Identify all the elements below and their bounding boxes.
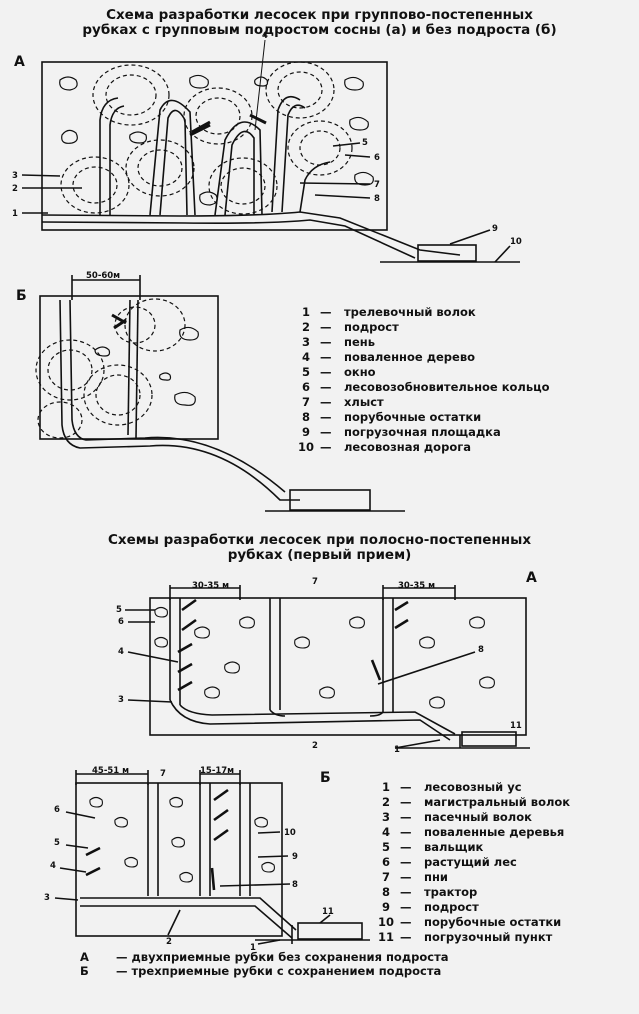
fig1b-label: Б bbox=[16, 288, 27, 304]
fig2a-callout-8: 8 bbox=[478, 645, 484, 655]
fig2b-cutblock bbox=[75, 782, 283, 937]
legend-row: 3—пасечный волок bbox=[381, 810, 532, 824]
fig1a-callout-3: 3 bbox=[12, 171, 18, 181]
note-row-b: Б— трехприемные рубки с сохранением подр… bbox=[80, 964, 442, 978]
legend-row: 10—порубочные остатки bbox=[377, 915, 562, 929]
fig2a-cutblock bbox=[149, 597, 527, 736]
legend-row: 8—порубочные остатки bbox=[301, 410, 482, 424]
fig2a-callout-3: 3 bbox=[118, 695, 124, 705]
legend-row: 6—лесовозобновительное кольцо bbox=[301, 380, 550, 394]
fig2a-callout-4: 4 bbox=[118, 647, 124, 657]
fig2b-loading-point bbox=[297, 922, 363, 940]
legend-row: 5—окно bbox=[301, 365, 376, 379]
fig2b-callout-10: 10 bbox=[284, 828, 296, 838]
fig1a-window bbox=[105, 74, 157, 116]
bottom-notes: А— двухприемные рубки без сохранения под… bbox=[80, 950, 449, 978]
legend-row: 5—вальщик bbox=[381, 840, 484, 854]
fig2a-width-1: 30-35 м bbox=[192, 581, 229, 591]
section2-title-line1: Схемы разработки лесосек при полосно-пос… bbox=[107, 532, 532, 548]
section2-title-line2: рубках (первый прием) bbox=[227, 547, 412, 563]
legend-section1: 1—трелевочный волок 2—подрост 3—пень 4—п… bbox=[292, 305, 550, 455]
fig2b-callout-7: 7 bbox=[160, 769, 166, 779]
legend-row: 8—трактор bbox=[381, 885, 478, 899]
fig1a-callout-1: 1 bbox=[12, 209, 18, 219]
fig1a-callout-10: 10 bbox=[510, 237, 522, 247]
fig2b-callout-2: 2 bbox=[166, 937, 172, 947]
fig2a-callout-2: 2 bbox=[312, 741, 318, 751]
fig1a-callout-6: 6 bbox=[374, 153, 380, 163]
fig2b-callout-8: 8 bbox=[292, 880, 298, 890]
fig2a-label: А bbox=[526, 570, 537, 586]
fig2a-loading-point bbox=[461, 731, 517, 747]
fig2b-callout-11: 11 bbox=[322, 907, 334, 917]
legend-row: 4—поваленные деревья bbox=[381, 825, 565, 839]
fig2b-label: Б bbox=[320, 770, 331, 786]
legend-row: 1—трелевочный волок bbox=[301, 305, 476, 319]
legend-row: 2—подрост bbox=[301, 320, 399, 334]
legend-row: 10—лесовозная дорога bbox=[297, 440, 471, 454]
fig2a-callout-7: 7 bbox=[312, 577, 318, 587]
legend-row: 9—погрузочная площадка bbox=[301, 425, 501, 439]
fig1a-cutblock bbox=[41, 61, 388, 231]
legend-row: 6—растущий лес bbox=[381, 855, 517, 869]
legend-row: 11—погрузочный пункт bbox=[377, 930, 553, 944]
fig1a-skid-trail-main-edge bbox=[41, 219, 416, 259]
fig2b-callout-5: 5 bbox=[54, 838, 60, 848]
fig2a-callout-11: 11 bbox=[510, 721, 522, 731]
fig1a-skid-trail-1 bbox=[99, 97, 119, 215]
fig2b-width-1: 45-51 м bbox=[92, 766, 129, 776]
fig2b-callout-4: 4 bbox=[50, 861, 56, 871]
fig1a-callout-7: 7 bbox=[374, 180, 380, 190]
fig2b-callout-9: 9 bbox=[292, 852, 298, 862]
fig2a-callout-5: 5 bbox=[116, 605, 122, 615]
fig1a-label: А bbox=[14, 54, 25, 70]
section1-title-line1: Схема разработки лесосек при группово-по… bbox=[106, 7, 533, 23]
legend-row: 4—поваленное дерево bbox=[301, 350, 475, 364]
fig1b-loading-platform bbox=[289, 489, 371, 511]
fig1a-callout-2: 2 bbox=[12, 184, 18, 194]
fig1a-callout-5: 5 bbox=[362, 138, 368, 148]
fig2b-callout-3: 3 bbox=[44, 893, 50, 903]
fig1a-skid-trail-main bbox=[41, 211, 461, 256]
note-row-a: А— двухприемные рубки без сохранения под… bbox=[80, 950, 449, 964]
fig1a-callout-4: 4 bbox=[262, 31, 268, 41]
legend-row: 9—подрост bbox=[381, 900, 479, 914]
fig1a-loading-platform bbox=[417, 244, 477, 262]
legend-row: 3—пень bbox=[301, 335, 375, 349]
fig1b-width-label: 50-60м bbox=[86, 271, 120, 281]
fig2a-width-2: 30-35 м bbox=[398, 581, 435, 591]
legend-row: 1—лесовозный ус bbox=[381, 780, 522, 794]
fig2b-callout-1: 1 bbox=[250, 943, 256, 953]
legend-row: 7—пни bbox=[381, 870, 448, 884]
legend-row: 7—хлыст bbox=[301, 395, 384, 409]
fig2b-callout-6: 6 bbox=[54, 805, 60, 815]
fig1a-forest-blob bbox=[59, 76, 78, 91]
section1-title-line2: рубках с групповым подростом сосны (а) и… bbox=[82, 22, 557, 38]
fig1a-callout-9: 9 bbox=[492, 224, 498, 234]
fig2a-callout-1: 1 bbox=[394, 745, 400, 755]
fig1a-callout-8: 8 bbox=[374, 194, 380, 204]
legend-row: 2—магистральный волок bbox=[381, 795, 571, 809]
fig2b-width-2: 15-17м bbox=[200, 766, 234, 776]
fig2a-callout-6: 6 bbox=[118, 617, 124, 627]
legend-section2: 1—лесовозный ус 2—магистральный волок 3—… bbox=[372, 780, 570, 945]
